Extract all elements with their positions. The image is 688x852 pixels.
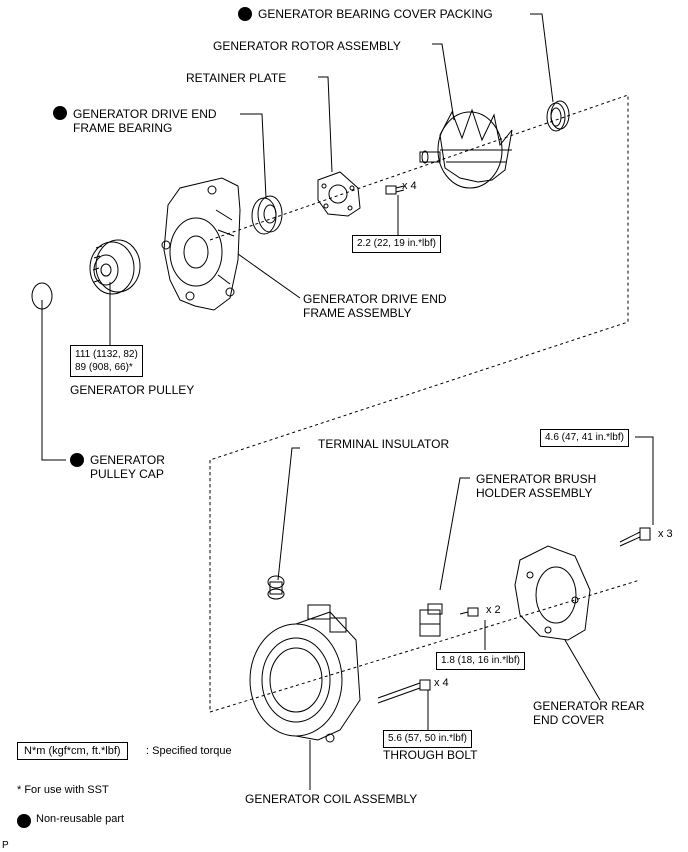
legend-torque-description: : Specified torque <box>146 745 232 757</box>
footer-code: P <box>2 840 9 851</box>
torque-box-retainer-screw: 2.2 (22, 19 in.*lbf) <box>352 235 441 253</box>
brush-holder-part <box>419 603 443 637</box>
lower-dashed-guide <box>209 579 641 713</box>
rotor-assembly-part <box>419 108 513 189</box>
legend-sst-note: * For use with SST <box>17 784 109 796</box>
count-brush-holder-screw: x 2 <box>486 604 501 616</box>
label-coil-assembly: GENERATOR COIL ASSEMBLY <box>245 792 418 806</box>
non-reusable-mark-bearing-cover <box>238 7 252 21</box>
brush-holder-screw-part <box>459 607 479 617</box>
label-brush-holder-line1: GENERATOR BRUSH <box>476 472 597 486</box>
label-rotor-assembly: GENERATOR ROTOR ASSEMBLY <box>213 39 401 53</box>
label-pulley: GENERATOR PULLEY <box>70 383 195 397</box>
torque-box-brush-holder-screw: 1.8 (18, 16 in.*lbf) <box>436 652 525 670</box>
drive-end-frame-bearing-part <box>251 195 283 235</box>
label-brush-holder-line2: HOLDER ASSEMBLY <box>476 486 593 500</box>
label-drive-end-frame-assembly-line1: GENERATOR DRIVE END <box>303 292 447 306</box>
pulley-cap-part <box>31 282 53 310</box>
legend-non-reusable-text: Non-reusable part <box>36 813 125 825</box>
label-through-bolt: THROUGH BOLT <box>383 748 478 762</box>
through-bolt-part <box>377 679 431 704</box>
drive-end-frame-assembly-part <box>161 177 241 311</box>
non-reusable-mark-pulley-cap <box>70 453 84 467</box>
rear-cover-bolt-part <box>619 527 651 547</box>
bearing-cover-packing-part <box>546 100 570 132</box>
torque-box-rear-cover-bolt: 4.6 (47, 41 in.*lbf) <box>540 429 629 447</box>
torque-pulley-line2: 89 (908, 66)* <box>75 362 133 373</box>
label-rear-end-cover-line1: GENERATOR REAR <box>533 699 645 713</box>
non-reusable-mark-drive-end-bearing <box>53 106 67 120</box>
label-terminal-insulator: TERMINAL INSULATOR <box>318 437 450 451</box>
retainer-screw-part <box>385 185 405 195</box>
retainer-plate-part <box>317 171 361 217</box>
label-bearing-cover-packing: GENERATOR BEARING COVER PACKING <box>258 7 493 21</box>
coil-assembly-part <box>249 604 361 743</box>
label-drive-end-frame-bearing-line2: FRAME BEARING <box>73 121 173 135</box>
label-rear-end-cover-line2: END COVER <box>533 713 605 727</box>
rear-end-cover-part <box>514 545 591 641</box>
count-retainer-screw: x 4 <box>402 180 417 192</box>
upper-dashed-guide <box>209 94 629 712</box>
legend-torque-unit: N*m (kgf*cm, ft.*lbf) <box>17 742 128 760</box>
torque-box-through-bolt: 5.6 (57, 50 in.*lbf) <box>383 730 472 748</box>
count-through-bolt: x 4 <box>434 677 449 689</box>
label-drive-end-frame-assembly-line2: FRAME ASSEMBLY <box>303 306 412 320</box>
torque-pulley-line1: 111 (1132, 82) <box>75 349 138 360</box>
torque-box-pulley: 111 (1132, 82) 89 (908, 66)* <box>70 345 143 377</box>
legend-non-reusable-mark <box>17 814 31 828</box>
pulley-part <box>89 239 141 295</box>
terminal-insulator-part <box>267 575 285 600</box>
label-retainer-plate: RETAINER PLATE <box>186 71 287 85</box>
label-drive-end-frame-bearing-line1: GENERATOR DRIVE END <box>73 107 217 121</box>
count-rear-cover-bolt: x 3 <box>658 528 673 540</box>
label-pulley-cap-line2: PULLEY CAP <box>90 467 164 481</box>
label-pulley-cap-line1: GENERATOR <box>90 453 165 467</box>
